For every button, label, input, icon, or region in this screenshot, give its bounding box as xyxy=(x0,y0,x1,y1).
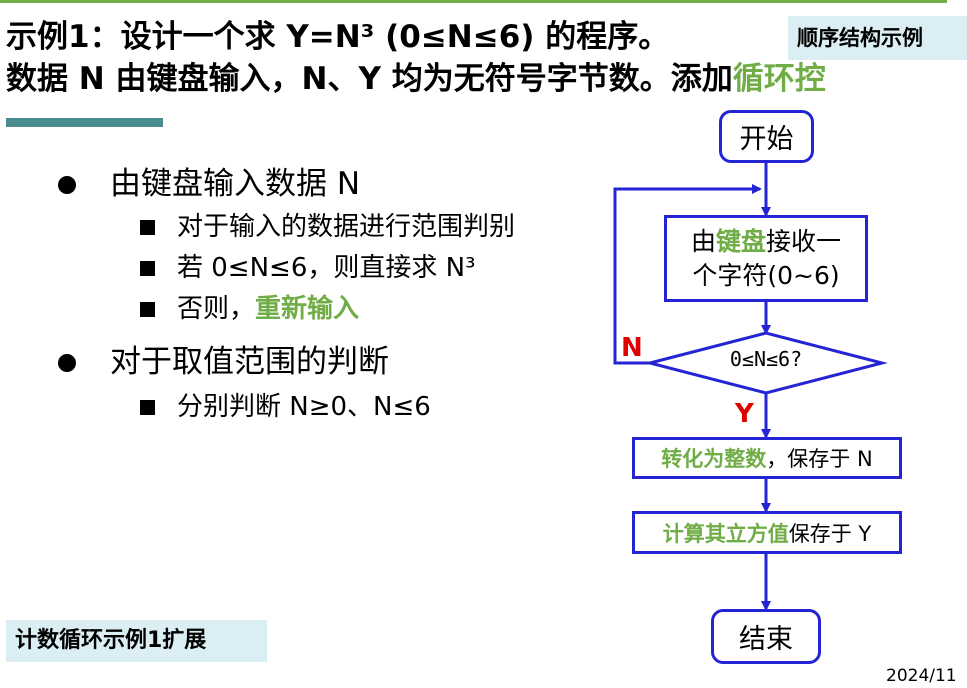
title-line-2-highlight: 循环控 xyxy=(732,61,826,97)
sub-bullet-square xyxy=(140,220,155,235)
compute-node-highlight: 计算其立方值 xyxy=(662,521,789,546)
sub-bullet-square xyxy=(140,302,155,317)
yes-label: Y xyxy=(735,399,754,429)
convert-node: 转化为整数，保存于 N xyxy=(632,437,902,479)
convert-node-highlight: 转化为整数 xyxy=(661,447,767,471)
no-label: N xyxy=(621,333,643,363)
date-label: 2024/11 xyxy=(886,666,957,686)
sub-bullet-1-3-text: 否则， xyxy=(177,294,256,324)
decision-text: 0≤N≤6? xyxy=(729,347,803,371)
section-tag: 顺序结构示例 xyxy=(788,16,967,60)
convert-node-text: ，保存于 N xyxy=(766,447,873,471)
input-node: 由键盘接收一 个字符(0~6) xyxy=(664,215,868,302)
accent-bar xyxy=(6,118,163,127)
arrow-loop-back xyxy=(613,184,762,365)
start-node: 开始 xyxy=(719,110,814,163)
compute-node-text: 保存于 Y xyxy=(788,521,872,546)
input-node-text-3: 个字符(0~6) xyxy=(692,260,840,290)
flowchart-connectors xyxy=(613,163,888,611)
bullet-dot xyxy=(58,354,76,372)
sub-bullet-2-1: 分别判断 N≥0、N≤6 xyxy=(177,392,431,422)
input-node-text-2: 接收一 xyxy=(766,226,842,256)
bullet-dot xyxy=(58,176,76,194)
title-line-1: 示例1：设计一个求 Y=N³ (0≤N≤6) 的程序。 xyxy=(6,19,670,55)
sub-bullet-square xyxy=(140,400,155,415)
end-node: 结束 xyxy=(711,609,821,664)
input-node-text: 由 xyxy=(690,226,716,256)
bullet-1: 由键盘输入数据 N xyxy=(110,166,361,202)
title-line-2: 数据 N 由键盘输入，N、Y 均为无符号字节数。添加循环控 xyxy=(6,64,826,95)
sub-bullet-1-3: 否则，重新输入 xyxy=(177,296,359,322)
title-line-2-text: 数据 N 由键盘输入，N、Y 均为无符号字节数。添加 xyxy=(6,61,733,97)
footer-tag: 计数循环示例1扩展 xyxy=(6,620,267,662)
input-node-keyboard: 键盘 xyxy=(715,226,766,256)
sub-bullet-1-3-highlight: 重新输入 xyxy=(255,294,360,324)
sub-bullet-square xyxy=(140,261,155,276)
sub-bullet-1-2: 若 0≤N≤6，则直接求 N³ xyxy=(177,253,476,283)
bullet-2: 对于取值范围的判断 xyxy=(110,344,389,380)
decision-diamond xyxy=(644,331,888,395)
compute-node: 计算其立方值保存于 Y xyxy=(632,511,902,554)
top-rule xyxy=(0,0,947,3)
sub-bullet-1-1: 对于输入的数据进行范围判别 xyxy=(177,212,516,242)
